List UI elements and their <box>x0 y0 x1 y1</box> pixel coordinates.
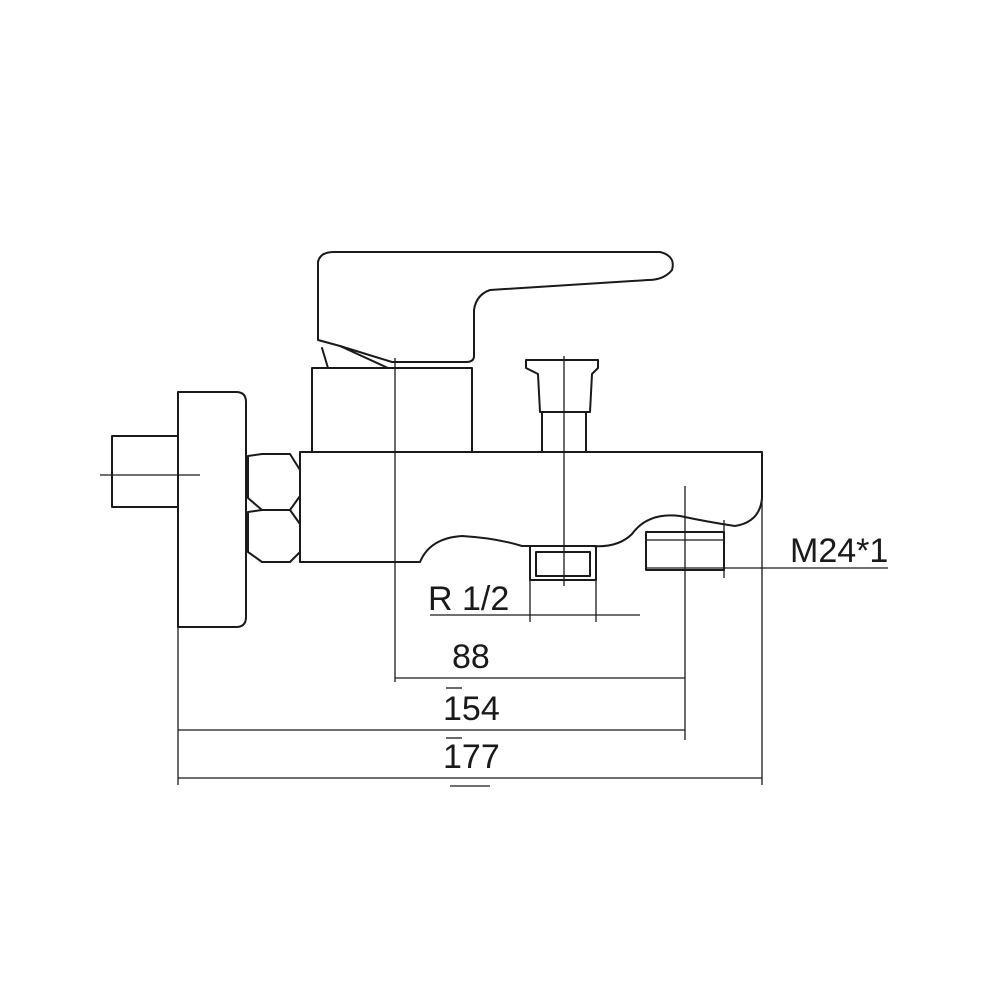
diverter-knob <box>525 359 599 413</box>
inlet-pipe <box>111 435 179 508</box>
shower-outlet-inner <box>535 551 591 577</box>
dim-text-154: 154 <box>443 690 500 728</box>
hex-nut-lower <box>247 509 301 563</box>
dim-text-88: 88 <box>452 638 490 676</box>
cartridge-housing <box>311 367 473 453</box>
shower-outlet <box>529 545 597 581</box>
lever-base <box>321 345 389 369</box>
hex-nut-upper <box>247 453 301 511</box>
mixer-body <box>299 451 763 563</box>
lever-handle <box>317 251 674 363</box>
label-r12: R 1/2 <box>428 580 509 618</box>
label-m24: M24*1 <box>790 532 888 570</box>
dim-text-177: 177 <box>443 738 500 776</box>
wall-flange <box>177 391 247 628</box>
